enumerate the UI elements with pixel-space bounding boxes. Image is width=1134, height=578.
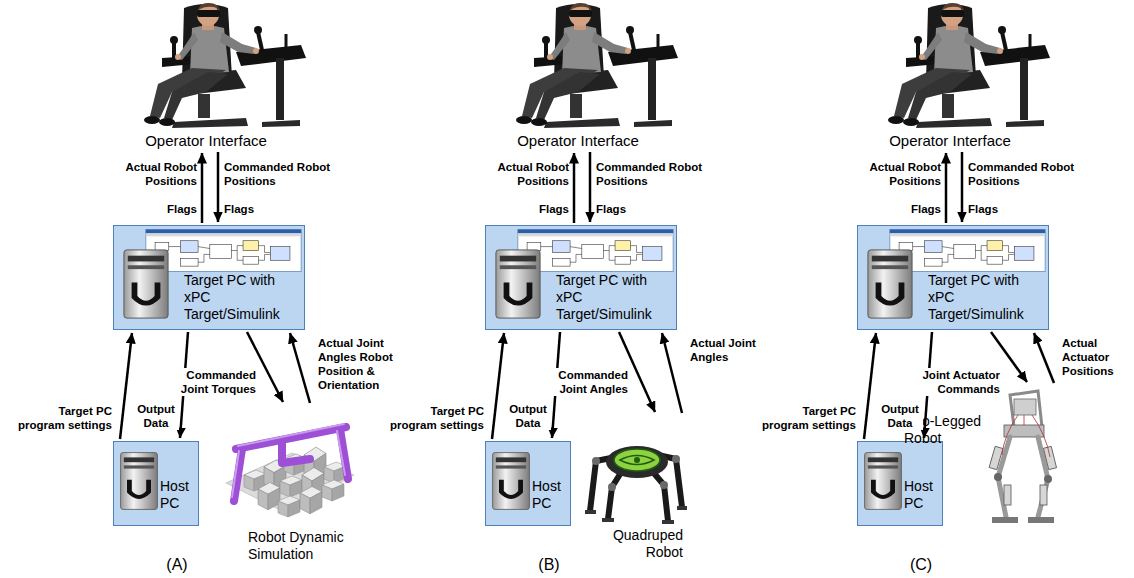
arrow-connector xyxy=(120,333,132,439)
computer-icon xyxy=(863,450,903,512)
node-label: Target PC with xPC Target/Simulink xyxy=(184,272,300,323)
flag-label: Flags xyxy=(224,202,284,217)
node-label: Operator Interface xyxy=(96,132,316,149)
edge-label: Output Data xyxy=(877,402,923,430)
simulation-illustration xyxy=(222,405,357,527)
edge-label: Commanded Robot Positions xyxy=(596,160,708,188)
computer-icon xyxy=(122,248,170,320)
arrow-connector xyxy=(1034,333,1054,383)
panel-label: (B) xyxy=(529,555,569,574)
host-pc-box: Host PC xyxy=(857,441,943,526)
operator-illustration xyxy=(840,0,1060,130)
computer-icon xyxy=(491,450,531,512)
arrow-connector xyxy=(290,333,310,403)
node-label: Robot Dynamic Simulation xyxy=(248,529,357,563)
edge-label: Output Data xyxy=(133,402,179,430)
flag-label: Flags xyxy=(968,202,1028,217)
arrow-connector xyxy=(589,152,592,222)
node-label: Target PC with xPC Target/Simulink xyxy=(928,272,1044,323)
panel-label: (C) xyxy=(901,555,941,574)
operator-illustration xyxy=(96,0,316,130)
operator-node: Operator Interface xyxy=(468,0,688,150)
arrow-connector xyxy=(492,333,504,439)
edge-label: Actual Robot Positions xyxy=(861,160,941,188)
target-pc-box: Target PC with xPC Target/Simulink xyxy=(113,225,305,330)
edge-label: Actual Joint Angles xyxy=(690,336,760,364)
arrow-connector xyxy=(573,153,576,223)
host-pc-box: Host PC xyxy=(113,441,199,526)
arrow-connector xyxy=(201,153,204,223)
operator-node: Operator Interface xyxy=(96,0,316,150)
arrow-connector xyxy=(945,153,948,223)
biped-node: Two-Legged Robot xyxy=(904,385,1064,535)
arrow-connector xyxy=(961,152,964,222)
node-label: Operator Interface xyxy=(468,132,688,149)
edge-label: Actual Robot Positions xyxy=(117,160,197,188)
host-pc-box: Host PC xyxy=(485,441,571,526)
node-label: Operator Interface xyxy=(840,132,1060,149)
edge-label: Target PC program settings xyxy=(756,404,856,432)
operator-node: Operator Interface xyxy=(840,0,1060,150)
quadruped-illustration xyxy=(582,415,687,525)
flag-label: Flags xyxy=(861,202,941,217)
node-label: Quadruped Robot xyxy=(582,527,683,561)
edge-label: Actual Joint Angles Robot Position & Ori… xyxy=(318,336,394,392)
node-label: Target PC with xPC Target/Simulink xyxy=(556,272,672,323)
edge-label: Commanded Robot Positions xyxy=(968,160,1080,188)
computer-icon xyxy=(866,248,914,320)
node-label: Host PC xyxy=(532,478,568,512)
arrow-connector xyxy=(217,152,220,222)
computer-icon xyxy=(494,248,542,320)
edge-label: Target PC program settings xyxy=(384,404,484,432)
edge-label: Commanded Joint Torques xyxy=(164,368,256,396)
edge-label: Joint Actuator Commands xyxy=(908,368,1000,396)
biped-illustration xyxy=(984,385,1064,530)
arrow-connector xyxy=(864,333,876,439)
flag-label: Flags xyxy=(117,202,197,217)
edge-label: Actual Actuator Positions xyxy=(1062,336,1124,378)
edge-label: Commanded Robot Positions xyxy=(224,160,336,188)
flag-label: Flags xyxy=(489,202,569,217)
panel-label: (A) xyxy=(157,555,197,574)
edge-label: Actual Robot Positions xyxy=(489,160,569,188)
target-pc-box: Target PC with xPC Target/Simulink xyxy=(857,225,1049,330)
robot-simulation-node: Robot Dynamic Simulation xyxy=(222,405,357,563)
node-label: Host PC xyxy=(904,478,940,512)
quadruped-node: Quadruped Robot xyxy=(582,415,687,561)
operator-illustration xyxy=(468,0,688,130)
computer-icon xyxy=(119,450,159,512)
target-pc-box: Target PC with xPC Target/Simulink xyxy=(485,225,677,330)
edge-label: Commanded Joint Angles xyxy=(536,368,628,396)
edge-label: Target PC program settings xyxy=(12,404,112,432)
arrow-connector xyxy=(662,333,682,413)
edge-label: Output Data xyxy=(505,402,551,430)
flag-label: Flags xyxy=(596,202,656,217)
node-label: Host PC xyxy=(160,478,196,512)
